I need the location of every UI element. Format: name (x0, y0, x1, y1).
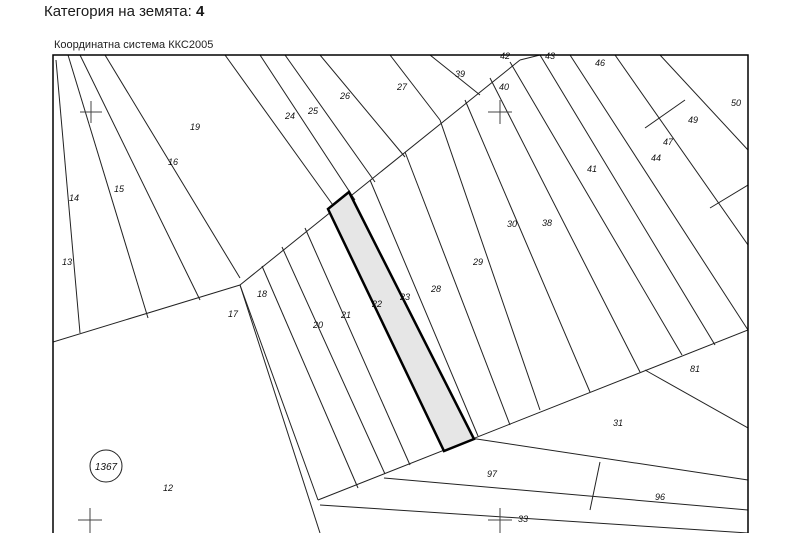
parcel-label-25: 25 (307, 106, 319, 116)
parcel-label-41: 41 (587, 164, 597, 174)
parcel-label-39: 39 (455, 69, 465, 79)
parcel-label-42: 42 (500, 51, 510, 61)
parcel-label-49: 49 (688, 115, 698, 125)
parcel-label-96: 96 (655, 492, 665, 502)
parcel-label-20: 20 (312, 320, 323, 330)
category-value: 4 (195, 3, 205, 20)
parcel-label-44: 44 (651, 153, 661, 163)
coordinate-system-label: Координатна система ККС2005 (54, 39, 214, 51)
parcel-label-23: 23 (399, 292, 410, 302)
parcel-label-43: 43 (545, 51, 555, 61)
parcel-label-16: 16 (168, 157, 178, 167)
parcel-label-47: 47 (663, 137, 674, 147)
parcel-label-28: 28 (430, 284, 441, 294)
category-label: Категория на земята: (44, 3, 192, 20)
parcel-label-97: 97 (487, 469, 498, 479)
parcel-label-50: 50 (731, 98, 741, 108)
parcel-label-14: 14 (69, 193, 79, 203)
grid-crosses (78, 100, 512, 533)
parcel-label-26: 26 (339, 91, 350, 101)
parcel-label-22: 22 (371, 299, 382, 309)
parcel-label-21: 21 (340, 310, 351, 320)
parcel-label-15: 15 (114, 184, 125, 194)
block-number-circle (89, 449, 123, 483)
cut-off-header-text: ▔▔▔▔▔ ▔▔▔▔▔▔▔▔▔ (100, 0, 244, 7)
block-number: 1367 (95, 462, 118, 473)
parcel-label-12: 12 (163, 483, 173, 493)
highlighted-parcel-22[interactable] (326, 190, 476, 453)
land-category-line: Категория на земята: 4 (44, 3, 204, 20)
parcel-label-18: 18 (257, 289, 267, 299)
parcel-label-24: 24 (284, 111, 295, 121)
parcel-label-40: 40 (499, 82, 509, 92)
parcel-label-27: 27 (396, 82, 408, 92)
map-frame (52, 54, 749, 533)
parcel-label-30: 30 (507, 219, 517, 229)
parcel-label-46: 46 (595, 58, 605, 68)
parcel-label-13: 13 (62, 257, 72, 267)
parcel-label-17: 17 (228, 309, 239, 319)
parcel-label-33: 33 (518, 514, 528, 524)
parcel-label-38: 38 (542, 218, 552, 228)
parcel-label-31: 31 (613, 418, 623, 428)
parcel-boundaries (53, 55, 748, 533)
parcel-label-29: 29 (472, 257, 483, 267)
parcel-label-19: 19 (190, 122, 200, 132)
parcel-label-81: 81 (690, 364, 700, 374)
